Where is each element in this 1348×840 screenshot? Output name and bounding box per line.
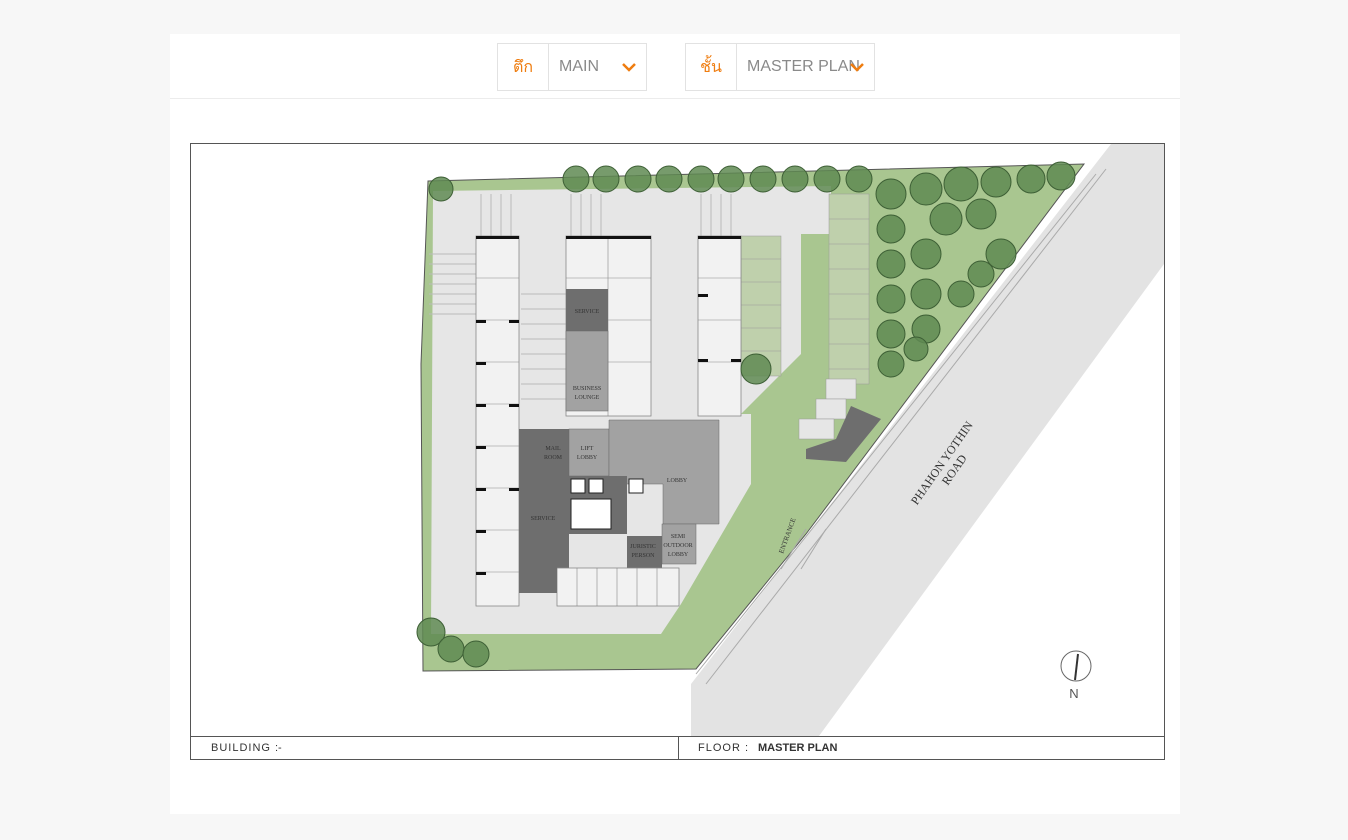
- selector-bar: ตึก MAIN ชั้น MASTER PLAN: [170, 34, 1180, 99]
- guardhouse: [815, 398, 847, 420]
- legend-building-label: BUILDING :: [211, 742, 280, 754]
- lift-lobby: [568, 428, 610, 477]
- unit-dividers-south: [576, 568, 658, 606]
- lift-shaft: [628, 478, 644, 494]
- building-selector-value-text: MAIN: [559, 58, 599, 75]
- room-label: SERVICE: [531, 516, 556, 522]
- semi-outdoor-lobby: [661, 523, 697, 565]
- room-label: PERSON: [631, 553, 655, 559]
- room-label: LOBBY: [667, 478, 688, 484]
- building-selector-label: ตึก: [498, 44, 549, 90]
- floor-selector[interactable]: ชั้น MASTER PLAN: [685, 43, 875, 91]
- parking-stripes: [429, 194, 741, 415]
- lift-shaft: [588, 478, 604, 494]
- room-label: LOBBY: [668, 552, 689, 558]
- guardhouse: [798, 418, 835, 440]
- chevron-down-icon: [622, 63, 636, 72]
- service-room-top: [566, 289, 608, 331]
- room-label: LIFT: [581, 446, 594, 452]
- room-label: LOBBY: [577, 455, 598, 461]
- lift-shaft: [570, 478, 586, 494]
- stair: [570, 498, 612, 530]
- floor-selector-value-text: MASTER PLAN: [747, 58, 860, 75]
- building-selector-value: MAIN: [549, 44, 646, 90]
- parking-lot-east: [828, 193, 870, 385]
- mail-room: [519, 429, 569, 476]
- floor-plan-frame: ENTRANCE PHAHON YOTHIN ROAD SERVICE BUSI…: [190, 143, 1165, 760]
- gatehouse: [806, 406, 881, 462]
- entrance-drive: [780, 528, 827, 570]
- guardhouse: [825, 378, 857, 400]
- master-plan-drawing: ENTRANCE PHAHON YOTHIN ROAD SERVICE BUSI…: [191, 144, 1164, 736]
- parking-lot-east: [740, 235, 782, 377]
- corner-block: [519, 566, 557, 593]
- parking-bays: [741, 218, 869, 370]
- room-label: OUTDOOR: [663, 543, 692, 549]
- building-east-wing: [697, 235, 742, 417]
- chevron-down-icon: [850, 63, 864, 72]
- site-plan-svg: ENTRANCE PHAHON YOTHIN ROAD SERVICE BUSI…: [416, 144, 1164, 736]
- room-label: ROOM: [544, 455, 563, 461]
- legend-floor-label: FLOOR :: [698, 742, 750, 754]
- room-label: SERVICE: [575, 309, 600, 315]
- service-room-bottom: [519, 476, 569, 574]
- building-west-wing: [475, 235, 520, 607]
- legend-building-value: -: [278, 742, 283, 754]
- building-selector[interactable]: ตึก MAIN: [497, 43, 647, 91]
- room-label: BUSINESS: [573, 386, 601, 392]
- road-edge: [695, 173, 1097, 675]
- floor-selector-value: MASTER PLAN: [737, 44, 874, 90]
- juristic-person-office: [627, 536, 662, 568]
- legend-divider: [678, 737, 679, 760]
- north-arrow-icon: [1060, 650, 1092, 682]
- north-label: N: [1069, 686, 1078, 701]
- business-lounge: [565, 330, 609, 412]
- legend-floor-value: MASTER PLAN: [758, 742, 838, 754]
- tree-canopy: [416, 161, 1076, 668]
- south-units: [556, 567, 680, 607]
- wall-marks: [476, 236, 741, 575]
- road-edge: [705, 168, 1107, 685]
- road: [691, 144, 1164, 736]
- room-label: LOUNGE: [575, 395, 600, 401]
- room-label: SEMI: [671, 534, 685, 540]
- room-label: MAIL: [545, 446, 561, 452]
- plan-legend: BUILDING : - FLOOR : MASTER PLAN: [191, 736, 1164, 760]
- room-labels: SERVICE BUSINESS LOUNGE MAIL ROOM LIFT L…: [531, 309, 693, 559]
- floor-selector-label: ชั้น: [686, 44, 737, 90]
- room-label: JURISTIC: [630, 544, 656, 550]
